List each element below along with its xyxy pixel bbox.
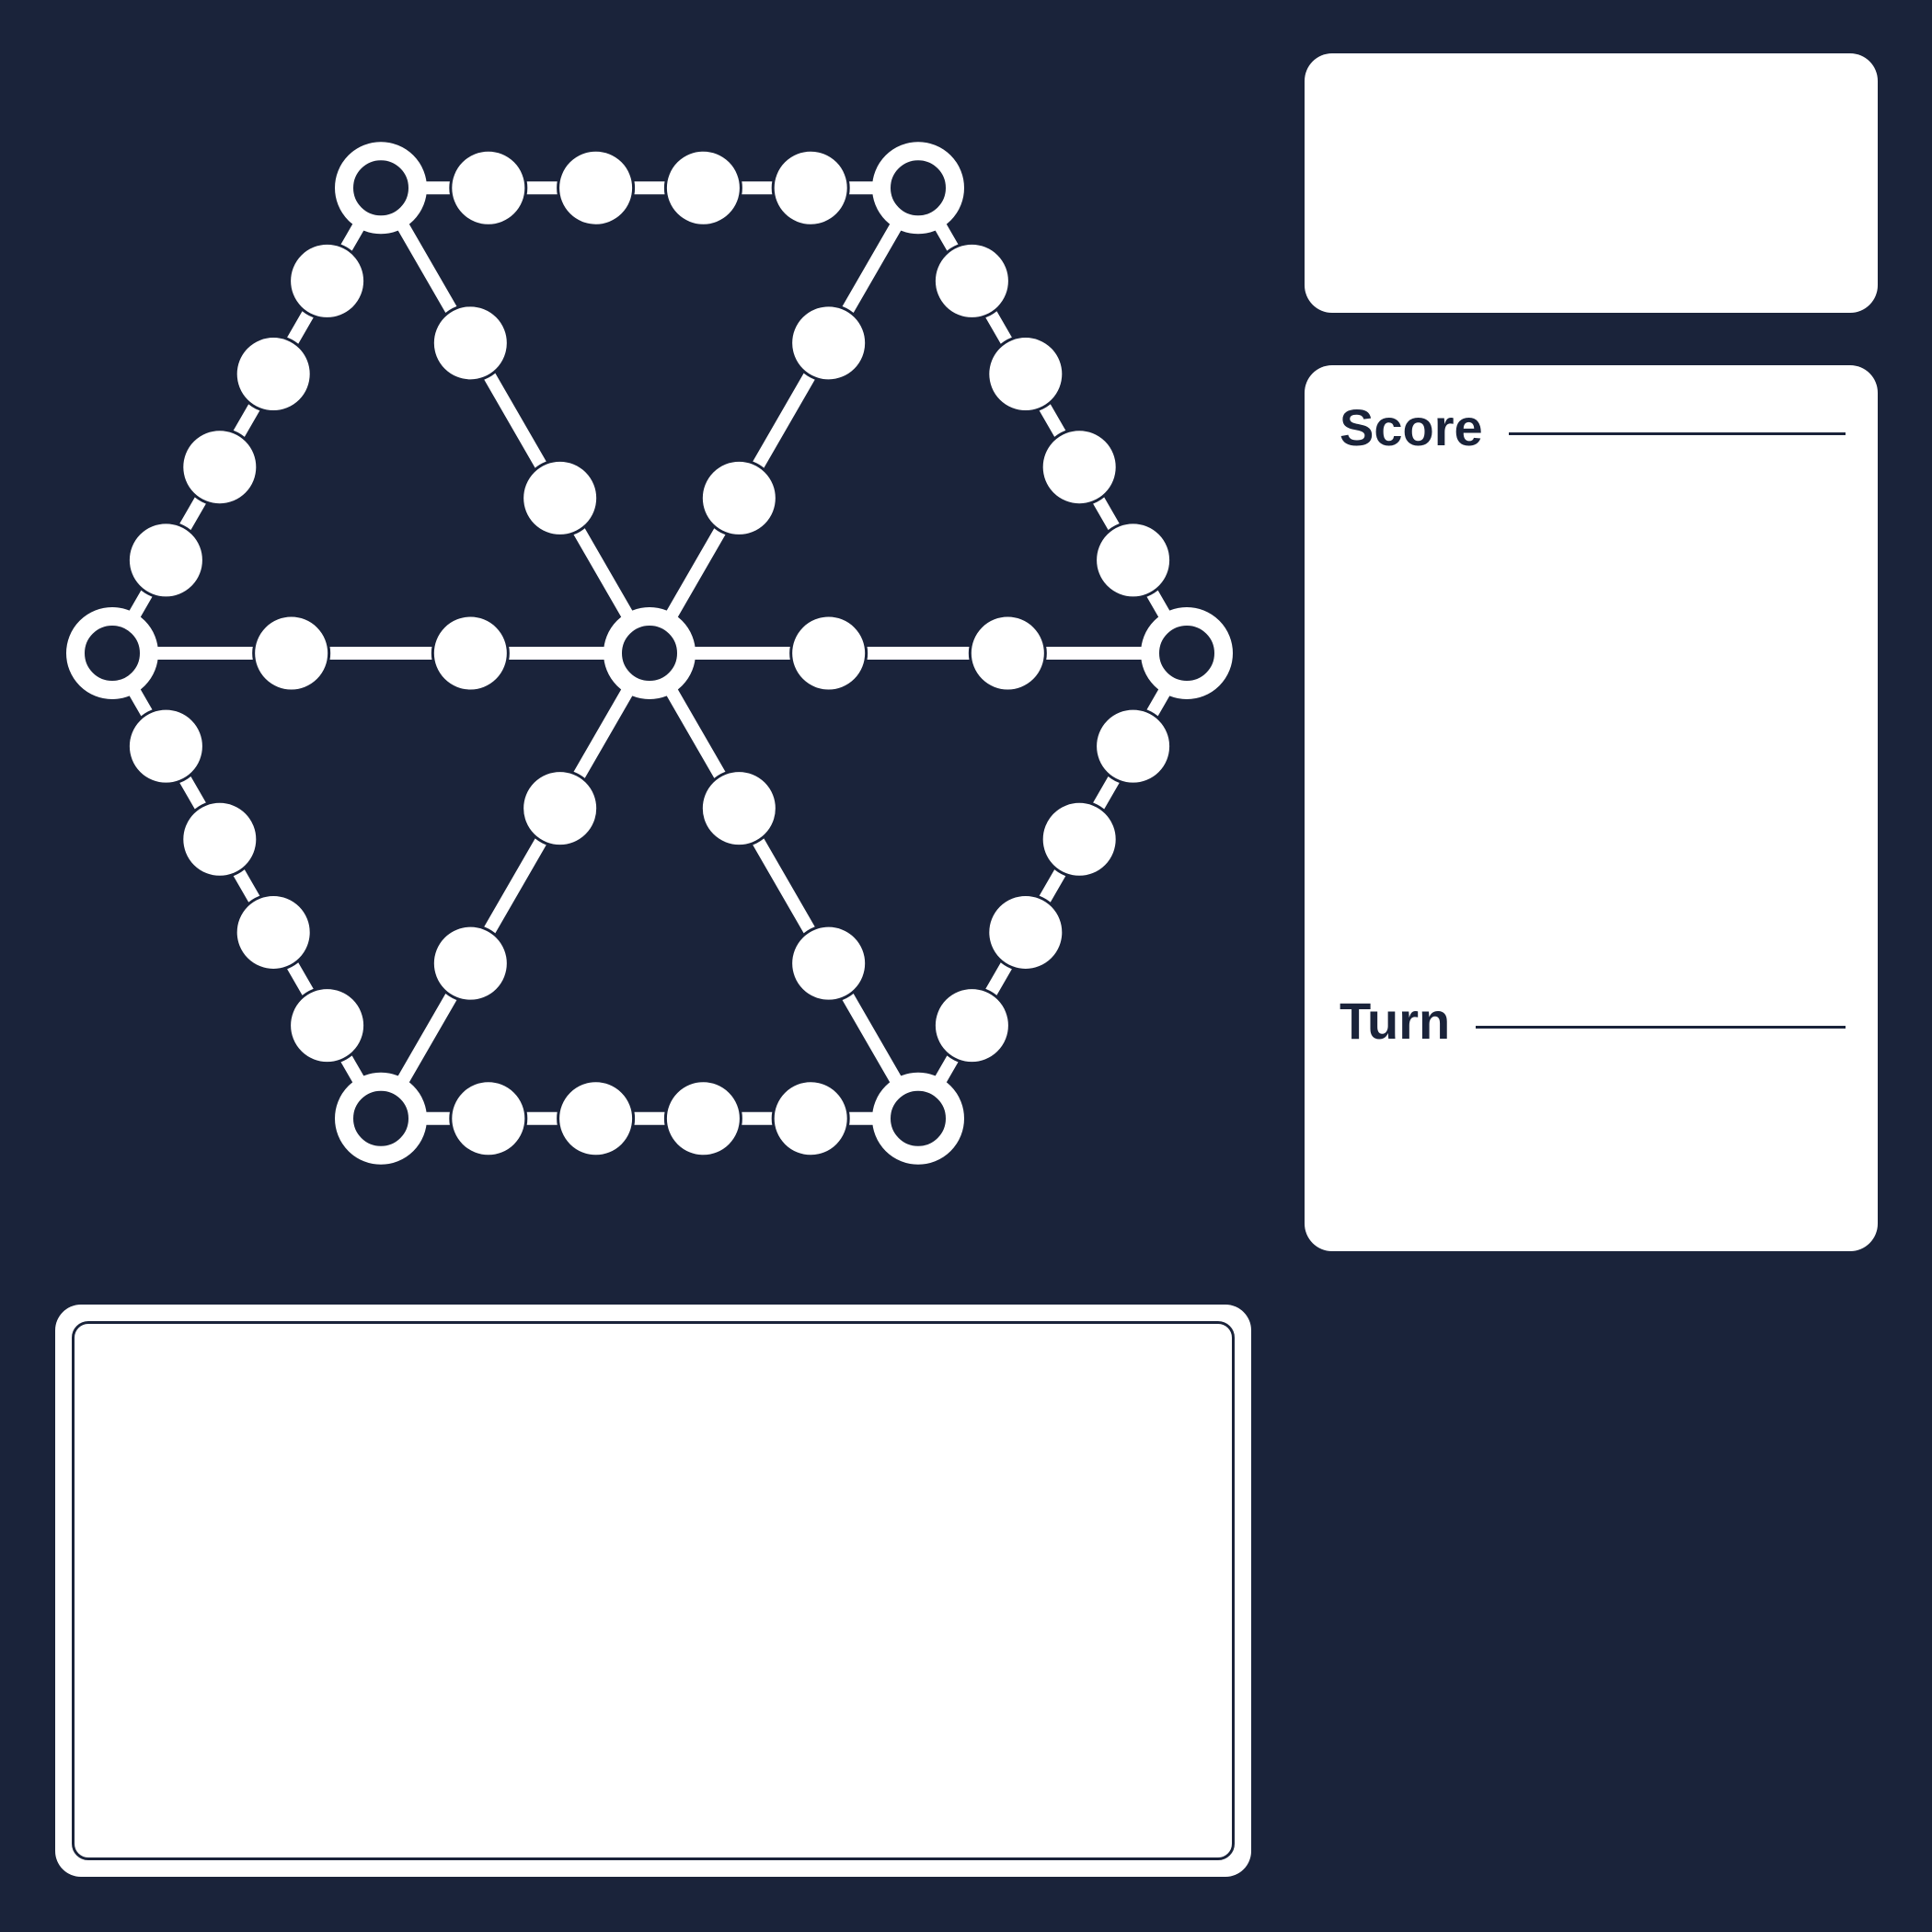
spoke-node[interactable] (431, 924, 510, 1003)
spoke-line (643, 650, 925, 1122)
edge-node[interactable] (234, 892, 313, 972)
corner-hub-east[interactable] (1141, 607, 1233, 699)
edge-node[interactable] (180, 799, 259, 879)
spoke-line (374, 184, 656, 657)
edge-node[interactable] (449, 1079, 528, 1158)
board-hubs (66, 142, 1233, 1165)
turn-label: Turn (1340, 992, 1451, 1050)
edge-node[interactable] (663, 148, 742, 227)
corner-hub-south-east[interactable] (872, 1072, 964, 1165)
edge-node[interactable] (126, 707, 205, 786)
edge-node[interactable] (1094, 707, 1173, 786)
board-nodes (126, 148, 1173, 1158)
edge-node[interactable] (986, 335, 1065, 414)
edge-node[interactable] (986, 892, 1065, 972)
edge-node[interactable] (932, 986, 1011, 1065)
corner-hub-west[interactable] (66, 607, 158, 699)
spoke-node[interactable] (252, 614, 331, 693)
edge-node[interactable] (234, 335, 313, 414)
spoke-node[interactable] (521, 769, 600, 848)
score-label: Score (1340, 398, 1483, 456)
edge-node[interactable] (1040, 428, 1119, 507)
spoke-node[interactable] (789, 304, 868, 383)
spoke-node[interactable] (699, 458, 778, 537)
message-log-frame (55, 1305, 1251, 1877)
game-board (66, 142, 1233, 1165)
spoke-node[interactable] (431, 304, 510, 383)
message-log (72, 1321, 1235, 1860)
edge-node[interactable] (180, 428, 259, 507)
edge-node[interactable] (1040, 799, 1119, 879)
edge-node[interactable] (771, 1079, 850, 1158)
spoke-node[interactable] (699, 769, 778, 848)
edge-node[interactable] (288, 241, 367, 320)
edge-node[interactable] (663, 1079, 742, 1158)
spoke-line (643, 184, 925, 657)
info-card (1305, 53, 1878, 313)
corner-hub-south-west[interactable] (335, 1072, 427, 1165)
turn-row: Turn (1340, 995, 1846, 1047)
spoke-node[interactable] (431, 614, 510, 693)
score-value-line (1508, 432, 1846, 435)
edge-node[interactable] (1094, 521, 1173, 600)
edge-node[interactable] (932, 241, 1011, 320)
stats-panel: Score Turn (1305, 365, 1878, 1251)
spoke-node[interactable] (968, 614, 1047, 693)
corner-hub-north-west[interactable] (335, 142, 427, 235)
edge-node[interactable] (449, 148, 528, 227)
edge-node[interactable] (288, 986, 367, 1065)
center-hub[interactable] (604, 607, 696, 699)
edge-node[interactable] (557, 148, 636, 227)
corner-hub-north-east[interactable] (872, 142, 964, 235)
spoke-node[interactable] (789, 614, 868, 693)
score-row: Score (1340, 402, 1846, 454)
spoke-line (374, 650, 656, 1122)
spoke-node[interactable] (521, 458, 600, 537)
edge-node[interactable] (126, 521, 205, 600)
turn-value-line (1476, 1026, 1846, 1029)
edge-node[interactable] (557, 1079, 636, 1158)
spoke-node[interactable] (789, 924, 868, 1003)
edge-node[interactable] (771, 148, 850, 227)
